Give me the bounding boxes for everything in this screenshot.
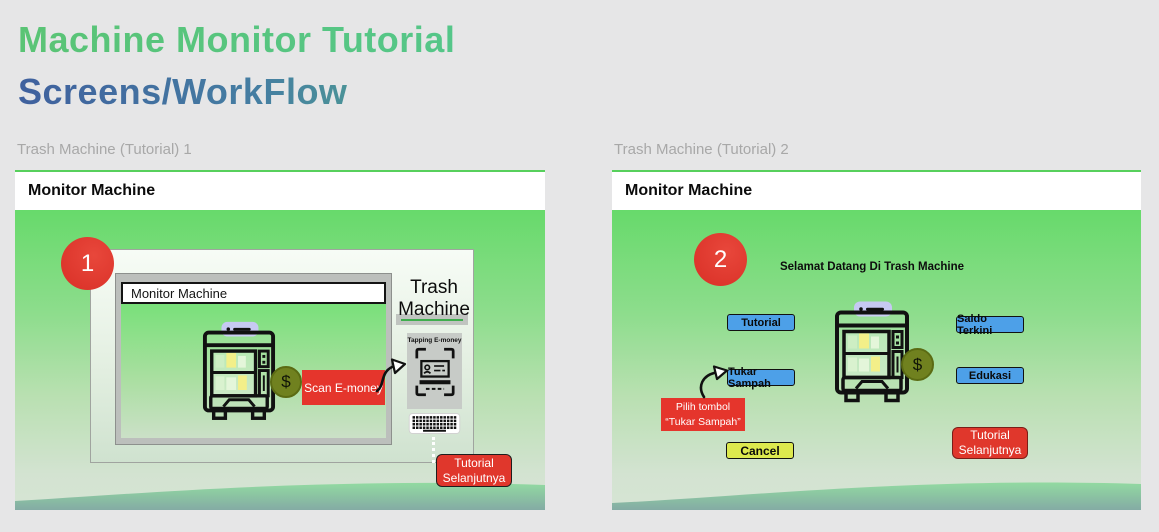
- monitor-screen: Monitor Machine: [121, 282, 386, 438]
- card-scan-icon: [414, 347, 455, 397]
- card-slot-line: [401, 318, 463, 321]
- wave-decoration: [612, 482, 1141, 510]
- trash-machine-side-label: Trash Machine: [398, 277, 470, 320]
- page-title: Machine Monitor Tutorial Screens/WorkFlo…: [18, 14, 455, 118]
- scan-emoney-callout: Scan E-money: [302, 370, 385, 405]
- keyboard-icon: [408, 413, 461, 434]
- panel-2-label: Trash Machine (Tutorial) 2: [614, 141, 789, 158]
- trash-machine-icon: [835, 301, 909, 403]
- cancel-button[interactable]: Cancel: [726, 442, 794, 459]
- panel-2-body: 2 Selamat Datang Di Trash Machine $ Tuto…: [612, 210, 1141, 510]
- tukar-sampah-button[interactable]: Tukar Sampah: [727, 366, 795, 390]
- tutorial-button[interactable]: Tutorial: [727, 314, 795, 331]
- tutorial-selanjutnya-button[interactable]: Tutorial Selanjutnya: [436, 454, 512, 487]
- money-icon: $: [270, 366, 302, 398]
- card-slot: [396, 314, 468, 325]
- panel-1-label: Trash Machine (Tutorial) 1: [17, 141, 192, 158]
- dotted-connector: [432, 437, 435, 463]
- tutorial-selanjutnya-button[interactable]: Tutorial Selanjutnya: [952, 427, 1028, 459]
- wave-decoration: [15, 482, 545, 510]
- curved-arrow-icon: [375, 358, 407, 393]
- welcome-text: Selamat Datang Di Trash Machine: [779, 261, 965, 273]
- monitor-bezel: Monitor Machine: [115, 273, 392, 445]
- trash-machine-icon: [202, 321, 276, 421]
- edukasi-button[interactable]: Edukasi: [956, 367, 1024, 384]
- panel-2-header: Monitor Machine: [612, 172, 1141, 210]
- money-icon: $: [901, 348, 934, 381]
- step-1-badge: 1: [61, 237, 114, 290]
- saldo-terkini-button[interactable]: Saldo Terkini: [956, 313, 1024, 337]
- kiosk-frame: Monitor Machine Trash Machine Tapping E-…: [90, 249, 474, 463]
- screen-title: Monitor Machine: [121, 282, 386, 304]
- pilih-tombol-callout: Pilih tombol “Tukar Sampah”: [661, 398, 745, 431]
- tapping-emoney-panel[interactable]: Tapping E-money: [407, 333, 462, 409]
- panel-tutorial-1: Monitor Machine 1 Monitor Machine Trash …: [15, 170, 545, 510]
- panel-tutorial-2: Monitor Machine 2 Selamat Datang Di Tras…: [612, 170, 1141, 510]
- tapping-emoney-label: Tapping E-money: [407, 337, 462, 344]
- page-title-line1: Machine Monitor Tutorial: [18, 14, 455, 66]
- page-title-line2: Screens/WorkFlow: [18, 66, 455, 118]
- step-2-badge: 2: [694, 233, 747, 286]
- curved-arrow-icon: [699, 365, 729, 399]
- panel-1-header: Monitor Machine: [15, 172, 545, 210]
- panel-1-body: 1 Monitor Machine Trash Machine Tapping …: [15, 210, 545, 510]
